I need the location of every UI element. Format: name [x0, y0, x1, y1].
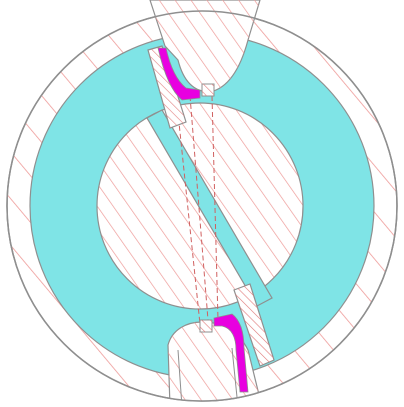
top-seat — [147, 45, 187, 129]
top-port-block — [149, 0, 261, 93]
bore-dashes — [175, 93, 219, 325]
diagonal-passage — [146, 109, 273, 307]
housing-outline — [6, 10, 398, 402]
bottom-seat — [233, 283, 275, 367]
top-seal — [157, 47, 215, 101]
bottom-seal — [199, 313, 249, 393]
